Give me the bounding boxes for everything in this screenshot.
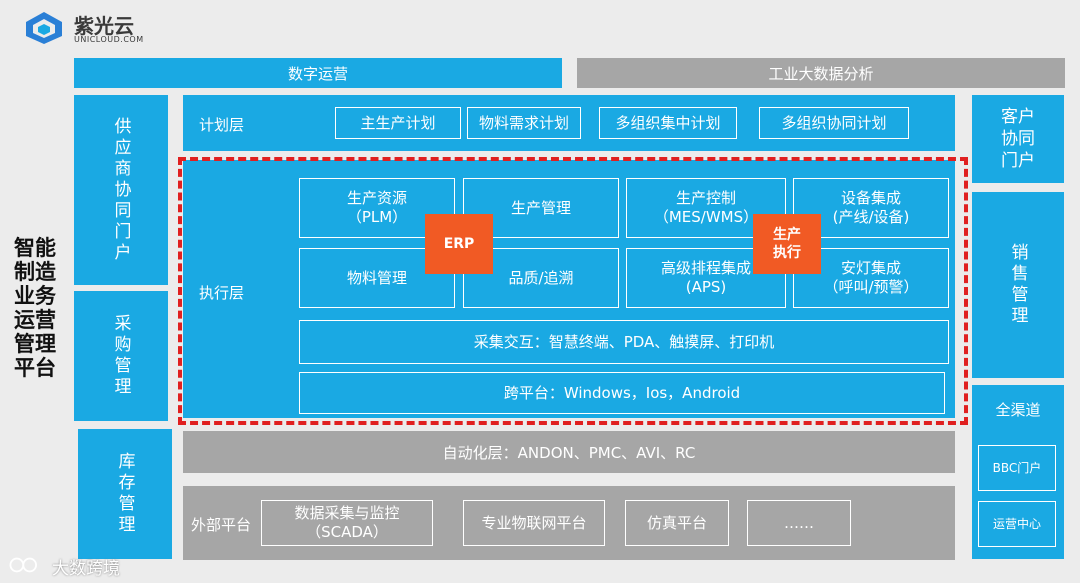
- brand-logo: 紫光云 UNICLOUD.COM: [22, 8, 162, 48]
- plan-item: 多组织集中计划: [599, 107, 737, 139]
- plan-layer: 计划层 主生产计划 物料需求计划 多组织集中计划 多组织协同计划: [183, 95, 955, 151]
- exec-layer-label: 执行层: [199, 284, 245, 302]
- cross-platform-bar: 跨平台：Windows，Ios，Android: [299, 372, 945, 414]
- customer-portal-box: 客户协同门户: [972, 95, 1064, 183]
- exec-cell-material: 物料管理: [299, 248, 455, 308]
- inventory-box: 库存管理: [78, 429, 172, 559]
- omnichannel-box: 全渠道 BBC门户 运营中心: [972, 385, 1064, 559]
- customer-portal-label: 客户协同门户: [1001, 107, 1035, 171]
- brand-name: 紫光云: [74, 14, 134, 38]
- exec-cell-mes: 生产控制 （MES/WMS）: [626, 178, 786, 238]
- external-item-simulation: 仿真平台: [625, 500, 729, 546]
- exec-cell-production: 生产管理: [463, 178, 619, 238]
- plan-item: 物料需求计划: [467, 107, 581, 139]
- external-item-iot: 专业物联网平台: [463, 500, 605, 546]
- watermark-icon: [9, 557, 37, 573]
- exec-cell-aps: 高级排程集成 (APS): [626, 248, 786, 308]
- collect-interaction-bar: 采集交互：智慧终端、PDA、触摸屏、打印机: [299, 320, 949, 364]
- inventory-label: 库存管理: [114, 452, 135, 536]
- sales-label: 销售管理: [1007, 243, 1028, 327]
- exec-layer: 执行层 生产资源 （PLM） 生产管理 生产控制 （MES/WMS） 设备集成 …: [183, 160, 955, 418]
- plan-layer-label: 计划层: [199, 116, 245, 134]
- exec-cell-plm: 生产资源 （PLM）: [299, 178, 455, 238]
- omnichannel-title: 全渠道: [995, 401, 1041, 419]
- procurement-label: 采购管理: [110, 314, 131, 398]
- exec-cell-quality: 品质/追溯: [463, 248, 619, 308]
- external-layer: 外部平台 数据采集与监控 （SCADA） 专业物联网平台 仿真平台 ……: [183, 486, 955, 560]
- plan-item: 主生产计划: [335, 107, 461, 139]
- digital-ops-bar: 数字运营: [74, 58, 562, 88]
- automation-layer: 自动化层：ANDON、PMC、AVI、RC: [183, 431, 955, 473]
- brand-sub: UNICLOUD.COM: [74, 35, 144, 44]
- watermark: 大数跨境: [6, 552, 156, 579]
- omnichannel-bbc: BBC门户: [978, 445, 1056, 491]
- bigdata-bar: 工业大数据分析: [577, 58, 1065, 88]
- supplier-portal-box: 供应商协同门户: [74, 95, 168, 285]
- exec-cell-andon: 安灯集成 （呼叫/预警）: [793, 248, 949, 308]
- watermark-text: 大数跨境: [52, 559, 120, 579]
- supplier-portal-label: 供应商协同门户: [110, 116, 131, 264]
- external-item-more: ……: [747, 500, 851, 546]
- external-item-scada: 数据采集与监控 （SCADA）: [261, 500, 433, 546]
- sales-box: 销售管理: [972, 192, 1064, 378]
- procurement-box: 采购管理: [74, 291, 168, 421]
- exec-cell-equipment: 设备集成 (产线/设备): [793, 178, 949, 238]
- erp-badge: ERP: [425, 214, 493, 274]
- core-scope-frame: [178, 157, 968, 425]
- unicloud-logo-icon: [26, 12, 62, 44]
- plan-item: 多组织协同计划: [759, 107, 909, 139]
- external-layer-label: 外部平台: [191, 516, 252, 534]
- prod-exec-badge: 生产 执行: [753, 214, 821, 274]
- omnichannel-ops: 运营中心: [978, 501, 1056, 547]
- platform-title: 智能制造业务运营管理平台: [14, 236, 56, 380]
